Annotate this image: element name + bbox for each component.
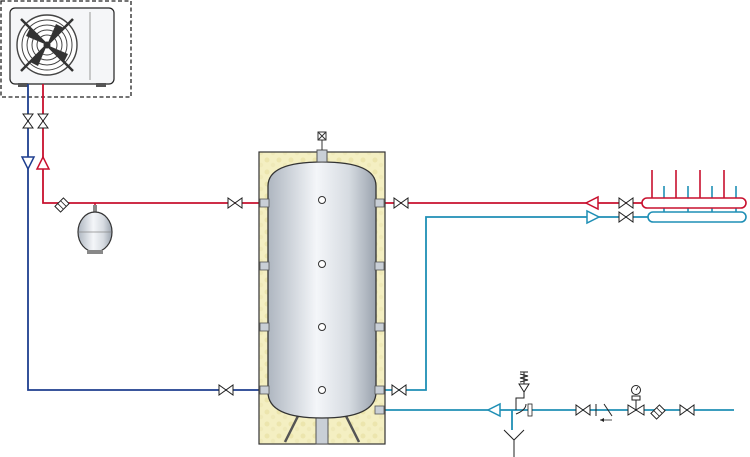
fan-icon — [16, 14, 78, 76]
outdoor-boundary — [0, 0, 132, 98]
distributor-supply-valve-icon — [618, 197, 634, 209]
cold-water-pump-icon — [486, 402, 501, 418]
check-valve-icon — [595, 403, 613, 422]
supply-pipe-heat-pump — [42, 84, 262, 204]
distributor-supply-pump-icon — [584, 195, 599, 211]
heat-pump-return-valve-icon — [22, 113, 34, 129]
strainer-icon — [54, 197, 70, 213]
heat-pump-foot-left — [18, 83, 28, 87]
reducer-valve-icon — [627, 385, 645, 416]
supply-manifold-bar — [641, 197, 747, 209]
sensor-port-3 — [318, 323, 326, 331]
heat-pump-unit — [0, 0, 132, 98]
air-vent-icon — [317, 131, 327, 150]
supply-pump-icon — [35, 155, 51, 170]
spring-valve-icon — [518, 371, 530, 393]
funnel-icon — [503, 403, 527, 457]
return-pipe-distributor — [380, 216, 652, 391]
sensor-port-2 — [318, 260, 326, 268]
heat-pump-supply-valve-icon — [37, 113, 49, 129]
distributor-manifold — [641, 170, 747, 223]
return-inlet-valve-icon — [391, 384, 407, 396]
return-pump-icon — [20, 156, 36, 171]
return-manifold-bar — [647, 211, 747, 223]
expansion-vessel-icon — [77, 205, 113, 254]
heat-pump-foot-right — [96, 83, 106, 87]
sensor-port-4 — [318, 386, 326, 394]
tank-top-connection — [316, 149, 328, 163]
tank-nozzles — [259, 198, 385, 415]
supply-tank-valve-icon — [227, 197, 243, 209]
sensor-port-1 — [318, 196, 326, 204]
buffer-tank — [258, 131, 386, 445]
safety-valve-assembly — [503, 371, 533, 457]
supply-outlet-valve-icon — [393, 197, 409, 209]
distributor-return-valve-icon — [618, 211, 634, 223]
distributor-return-pump-icon — [586, 209, 601, 225]
return-tank-valve-icon — [218, 384, 234, 396]
main-inlet-valve-icon — [679, 404, 695, 416]
inlet-strainer-icon — [650, 404, 666, 420]
cold-inlet-valve-icon — [575, 404, 591, 416]
return-pipe — [27, 84, 262, 391]
